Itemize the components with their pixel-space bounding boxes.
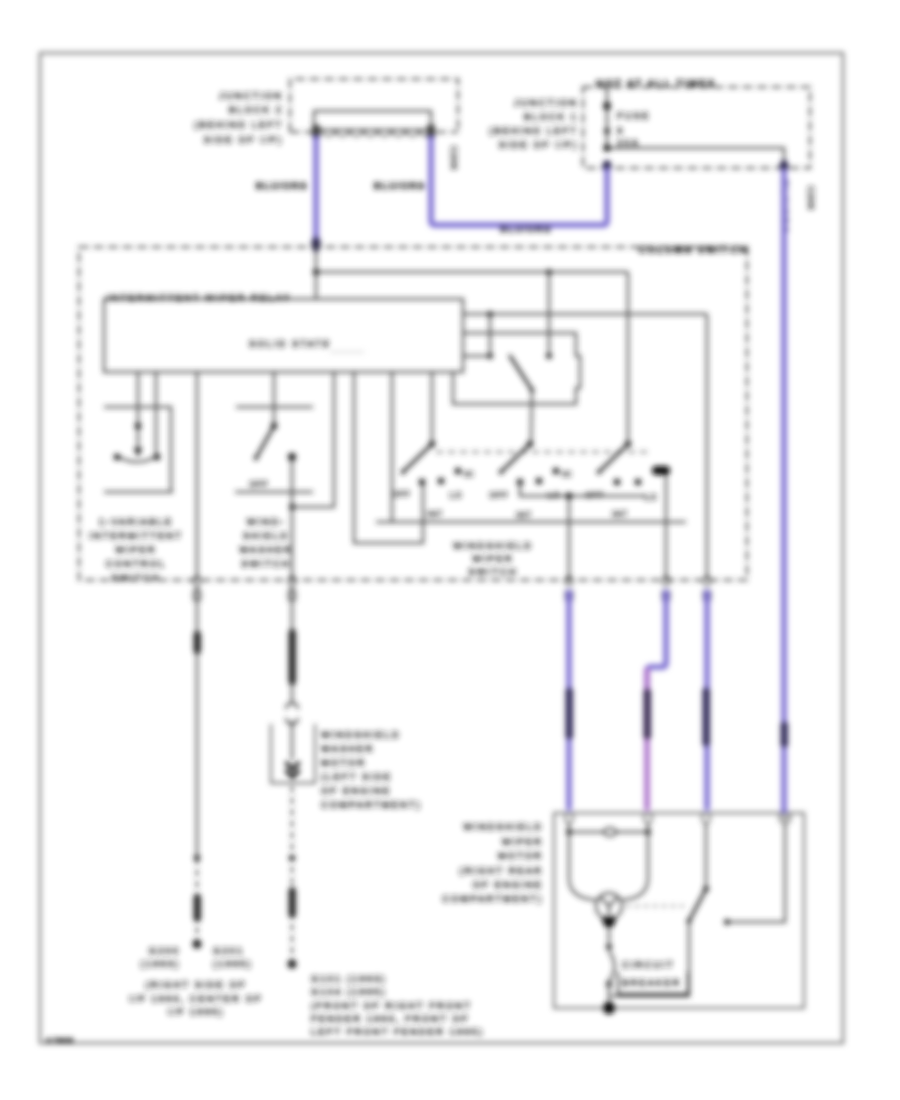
svg-text:FENDER 1993, FRONT OF: FENDER 1993, FRONT OF	[311, 1014, 470, 1025]
svg-text:BLOCK 1: BLOCK 1	[524, 112, 578, 123]
svg-text:INT: INT	[427, 510, 443, 519]
svg-text:I/P 1993, CENTER OF: I/P 1993, CENTER OF	[129, 994, 262, 1005]
svg-text:OF ENGINE: OF ENGINE	[473, 880, 543, 891]
svg-text:BLOCK 2: BLOCK 2	[229, 105, 283, 116]
svg-text:WINDSHIELD: WINDSHIELD	[453, 541, 533, 552]
svg-text:WASHER: WASHER	[321, 744, 374, 755]
svg-text:1-VARIABLE: 1-VARIABLE	[99, 517, 173, 528]
svg-text:(1995): (1995)	[213, 959, 252, 970]
svg-text:C206: C206	[449, 146, 459, 170]
svg-text:MOTOR: MOTOR	[498, 851, 543, 862]
svg-text:WIPER: WIPER	[115, 545, 156, 556]
svg-text:WIPER: WIPER	[472, 554, 513, 565]
svg-text:9·79638: 9·79638	[46, 1036, 74, 1045]
svg-text:FUSE: FUSE	[617, 111, 650, 122]
svg-text:(BEHIND LEFT: (BEHIND LEFT	[194, 120, 283, 131]
svg-text:(LEFT SIDE: (LEFT SIDE	[321, 772, 392, 783]
svg-text:JUNCTION: JUNCTION	[219, 91, 283, 102]
svg-text:G101 (1993): G101 (1993)	[311, 974, 386, 985]
svg-text:LO: LO	[645, 493, 658, 502]
svg-text:COLUMN SWITCH: COLUMN SWITCH	[639, 245, 749, 256]
svg-text:OFF: OFF	[391, 490, 410, 499]
svg-text:BREAKER: BREAKER	[622, 978, 681, 989]
svg-text:G104 (1995): G104 (1995)	[311, 987, 386, 998]
svg-text:CONTROL: CONTROL	[106, 559, 166, 570]
svg-text:I/P 1995): I/P 1995)	[168, 1007, 224, 1018]
svg-text:SWITCH: SWITCH	[468, 567, 517, 578]
svg-text:OFF: OFF	[489, 491, 508, 500]
svg-text:INTERMITTENT WIPER RELAY: INTERMITTENT WIPER RELAY	[107, 293, 291, 304]
svg-text:WIND-: WIND-	[247, 517, 286, 528]
svg-text:C206: C206	[806, 186, 816, 210]
svg-text:20A: 20A	[617, 138, 640, 149]
svg-text:(1993): (1993)	[141, 959, 180, 970]
svg-text:JUNCTION: JUNCTION	[514, 98, 578, 109]
svg-text:WIPER: WIPER	[502, 837, 543, 848]
svg-text:SWITCH: SWITCH	[111, 573, 160, 584]
svg-text:BLU/ORG: BLU/ORG	[256, 181, 308, 192]
svg-text:(BEHIND LEFT: (BEHIND LEFT	[489, 126, 578, 137]
svg-text:HI: HI	[464, 470, 474, 479]
svg-text:HOT AT ALL TIMES: HOT AT ALL TIMES	[596, 79, 716, 90]
svg-text:LEFT FRONT FENDER 1995): LEFT FRONT FENDER 1995)	[311, 1027, 484, 1038]
svg-text:SOLID STATE: SOLID STATE	[249, 339, 331, 350]
svg-text:WASHER: WASHER	[239, 545, 292, 556]
svg-text:BLU/ORG: BLU/ORG	[374, 181, 426, 192]
svg-text:(FRONT OF RIGHT FRONT: (FRONT OF RIGHT FRONT	[311, 1001, 472, 1012]
svg-text:SHIELD: SHIELD	[243, 531, 289, 542]
svg-text:HI: HI	[562, 470, 572, 479]
svg-text:WINDSHIELD: WINDSHIELD	[321, 730, 401, 741]
svg-text:9: 9	[617, 126, 624, 137]
svg-text:SWITCH: SWITCH	[241, 559, 290, 570]
svg-text:OF ENGINE: OF ENGINE	[321, 786, 391, 797]
svg-text:G200: G200	[149, 946, 180, 957]
svg-text:COMPARTMENT): COMPARTMENT)	[442, 894, 543, 905]
svg-text:LO: LO	[450, 491, 463, 500]
svg-text:MOTOR: MOTOR	[321, 758, 366, 769]
svg-text:(RIGHT SIDE OF: (RIGHT SIDE OF	[145, 980, 246, 991]
svg-text:G201: G201	[213, 946, 244, 957]
svg-text:CIRCUIT: CIRCUIT	[622, 960, 675, 971]
svg-text:INT: INT	[612, 510, 628, 519]
svg-text:SIDE OF I/P): SIDE OF I/P)	[499, 140, 578, 151]
svg-text:OFF: OFF	[249, 480, 268, 489]
svg-text:COMPARTMENT): COMPARTMENT)	[321, 800, 422, 811]
svg-text:WINDSHIELD: WINDSHIELD	[463, 822, 543, 833]
svg-text:(RIGHT REAR: (RIGHT REAR	[459, 866, 543, 877]
svg-text:BLU/ORG: BLU/ORG	[500, 224, 552, 235]
svg-text:INT: INT	[516, 511, 532, 520]
svg-text:INTERMITTENT: INTERMITTENT	[89, 531, 183, 542]
svg-text:SIDE OF I/P): SIDE OF I/P)	[204, 135, 283, 146]
